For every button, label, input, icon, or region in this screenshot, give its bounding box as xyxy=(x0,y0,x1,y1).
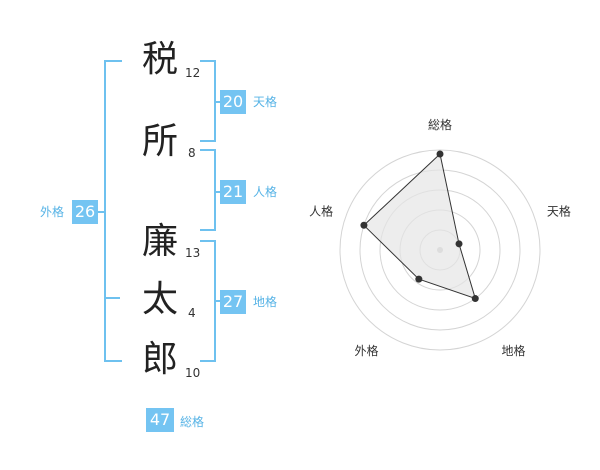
radar-polygon xyxy=(363,153,477,300)
stroke-count-1: 12 xyxy=(185,66,201,80)
gaikaku-connector xyxy=(98,211,106,213)
soukaku-badge: 47 xyxy=(146,408,174,432)
chikaku-connector xyxy=(214,300,220,302)
gaikaku-bracket xyxy=(104,60,122,362)
chikaku-badge: 27 xyxy=(220,290,246,314)
radar-point xyxy=(436,150,444,158)
radar-ring xyxy=(339,149,541,351)
radar-point xyxy=(455,240,463,248)
radar-axis-label: 外格 xyxy=(355,343,379,358)
jinkaku-badge: 21 xyxy=(220,180,246,204)
gaikaku-bracket-inner-tick xyxy=(104,297,120,299)
stroke-count-2: 8 xyxy=(188,146,196,160)
stroke-count-4: 4 xyxy=(188,306,196,320)
radar-point xyxy=(471,295,479,303)
radar-point xyxy=(360,221,368,229)
chikaku-label: 地格 xyxy=(253,295,278,309)
tenkaku-connector xyxy=(214,101,220,103)
radar-axis-label: 天格 xyxy=(547,203,571,218)
name-char-5: 郎 xyxy=(141,339,178,380)
radar-axis-label: 地格 xyxy=(501,343,525,358)
jinkaku-connector xyxy=(214,191,220,193)
name-char-2: 所 xyxy=(141,121,178,162)
tenkaku-label: 天格 xyxy=(253,95,278,109)
stroke-count-5: 10 xyxy=(185,366,201,380)
radar-axis-label: 人格 xyxy=(309,203,333,218)
gaikaku-label: 外格 xyxy=(40,205,65,219)
stroke-count-3: 13 xyxy=(185,246,201,260)
tenkaku-badge: 20 xyxy=(220,90,246,114)
name-char-3: 廉 xyxy=(141,221,178,262)
gaikaku-badge: 26 xyxy=(72,200,98,224)
name-char-1: 税 xyxy=(141,39,178,80)
radar-axis-label: 総格 xyxy=(428,117,452,132)
soukaku-label: 総格 xyxy=(180,415,205,429)
radar-point xyxy=(415,275,423,283)
jinkaku-label: 人格 xyxy=(253,185,278,199)
jinkaku-bracket xyxy=(200,149,216,231)
name-char-4: 太 xyxy=(141,279,178,320)
